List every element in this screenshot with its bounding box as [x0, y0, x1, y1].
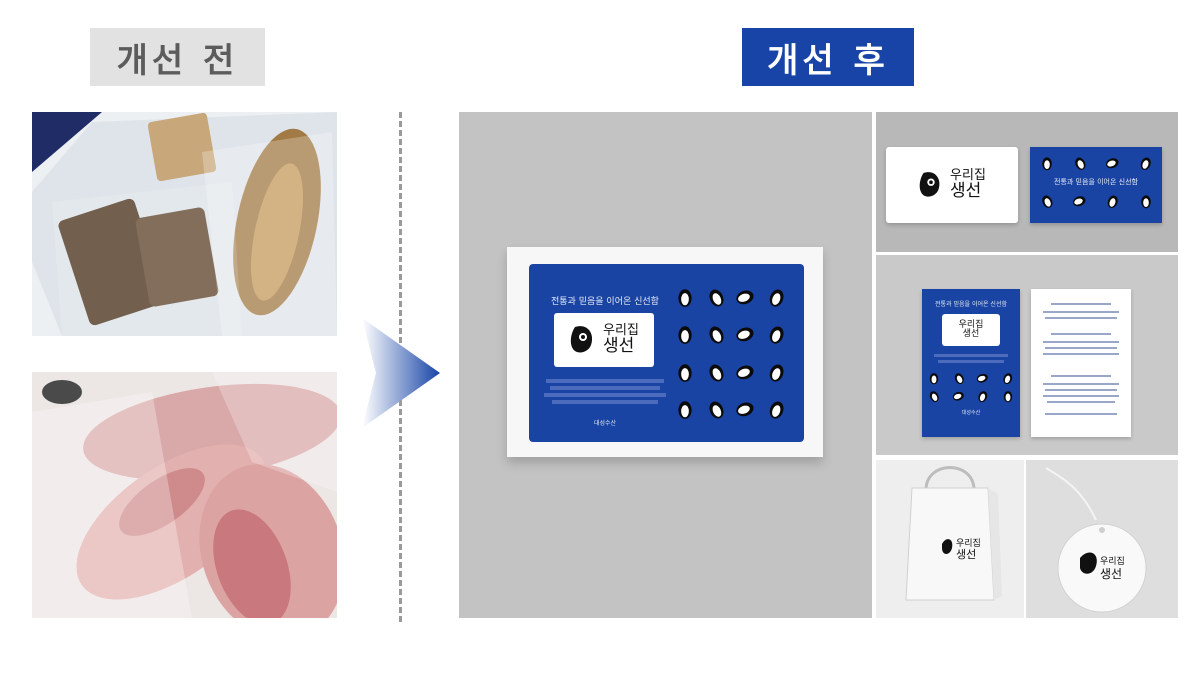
penguin-icon: [1105, 158, 1118, 169]
penguin-icon: [709, 289, 724, 307]
card-penguin-row-2: [1030, 193, 1162, 209]
flyer-brand: 대성수산: [961, 410, 981, 416]
business-card-back: 전통과 믿음을 이어온 신선함: [1030, 147, 1162, 223]
penguin-icon: [930, 373, 939, 385]
hang-tag-mockup: 우리집 생선: [1026, 460, 1178, 618]
penguin-icon: [1140, 157, 1151, 170]
penguin-icon: [709, 401, 724, 419]
penguin-cell: [762, 316, 793, 354]
penguin-icon: [978, 391, 988, 403]
penguin-icon: [930, 391, 940, 403]
before-photo-grilled-fish: [32, 112, 337, 336]
penguin-icon: [1041, 157, 1052, 171]
penguin-icon: [736, 290, 754, 305]
before-photo-raw-fish: [32, 372, 337, 618]
svg-text:우리집: 우리집: [956, 537, 981, 549]
penguin-icon: [736, 365, 754, 380]
flyer-logo: 우리집 생선: [942, 314, 1000, 346]
penguin-icon: [678, 289, 692, 307]
card-logo-line-2: 생선: [950, 180, 982, 201]
svg-text:생선: 생선: [956, 548, 976, 561]
svg-text:우리집: 우리집: [1100, 555, 1125, 567]
penguin-icon: [769, 364, 784, 382]
penguin-cell: [762, 353, 793, 391]
box-tagline: 전통과 믿음을 이어온 신선함: [551, 297, 659, 307]
penguin-icon: [769, 401, 784, 419]
penguin-cell: [731, 353, 762, 391]
penguin-cell: [670, 316, 701, 354]
box-brand: 대성수산: [593, 420, 617, 427]
penguin-icon: [952, 391, 964, 401]
penguin-icon: [1107, 195, 1118, 208]
penguin-icon: [736, 402, 754, 417]
penguin-cell: [762, 278, 793, 316]
box-logo: 우리집 생선: [554, 313, 654, 367]
flyer-front: 전통과 믿음을 이어온 신선함 우리집 생선 대성수산: [922, 289, 1020, 437]
card-logo-line-1: 우리집: [950, 168, 986, 184]
penguin-cell: [701, 316, 732, 354]
penguin-icon: [1072, 196, 1085, 207]
penguin-cell: [701, 391, 732, 429]
after-header: 개선 후: [742, 28, 914, 86]
penguin-icon: [1041, 195, 1052, 208]
penguin-cell: [731, 278, 762, 316]
logo-line-1: 우리집: [603, 323, 639, 339]
svg-text:생선: 생선: [1100, 567, 1122, 581]
penguin-icon: [709, 364, 724, 382]
penguin-icon: [678, 326, 692, 345]
shopping-bag-mockup: 우리집 생선: [876, 460, 1024, 618]
penguin-cell: [731, 316, 762, 354]
flyer-logo-line-2: 생선: [962, 329, 980, 339]
penguin-icon: [1003, 391, 1012, 403]
card-tagline: 전통과 믿음을 이어온 신선함: [1054, 178, 1138, 186]
flyer-tagline: 전통과 믿음을 이어온 신선함: [935, 301, 1007, 308]
penguin-icon: [1003, 373, 1012, 385]
flyer-penguin-row-1: [922, 371, 1020, 385]
penguin-icon: [1140, 195, 1151, 209]
penguin-pattern: [670, 278, 792, 428]
penguin-icon: [709, 326, 724, 344]
penguin-cell: [701, 278, 732, 316]
penguin-cell: [670, 353, 701, 391]
logo-line-2: 생선: [603, 335, 635, 356]
penguin-icon: [678, 364, 692, 382]
penguin-icon: [736, 327, 754, 342]
penguin-cell: [670, 391, 701, 429]
penguin-cell: [762, 391, 793, 429]
penguin-icon: [1074, 157, 1085, 170]
flyer-penguin-row-2: [922, 389, 1020, 403]
flyer-logo-line-1: 우리집: [958, 319, 984, 330]
card-penguin-row-1: [1030, 155, 1162, 171]
penguin-cell: [731, 391, 762, 429]
chevron-right-icon: [362, 318, 440, 428]
penguin-icon: [769, 289, 784, 307]
penguin-icon: [678, 401, 692, 420]
penguin-cell: [670, 278, 701, 316]
box-description: [540, 376, 670, 407]
flyer-back: [1031, 289, 1131, 437]
business-card-front: 우리집 생선: [886, 147, 1018, 223]
fish-mascot-icon: [919, 172, 940, 197]
penguin-icon: [769, 326, 784, 344]
before-header: 개선 전: [90, 28, 265, 86]
penguin-cell: [701, 353, 732, 391]
penguin-icon: [977, 373, 989, 383]
penguin-icon: [954, 373, 964, 385]
fish-mascot-icon: [570, 326, 593, 353]
